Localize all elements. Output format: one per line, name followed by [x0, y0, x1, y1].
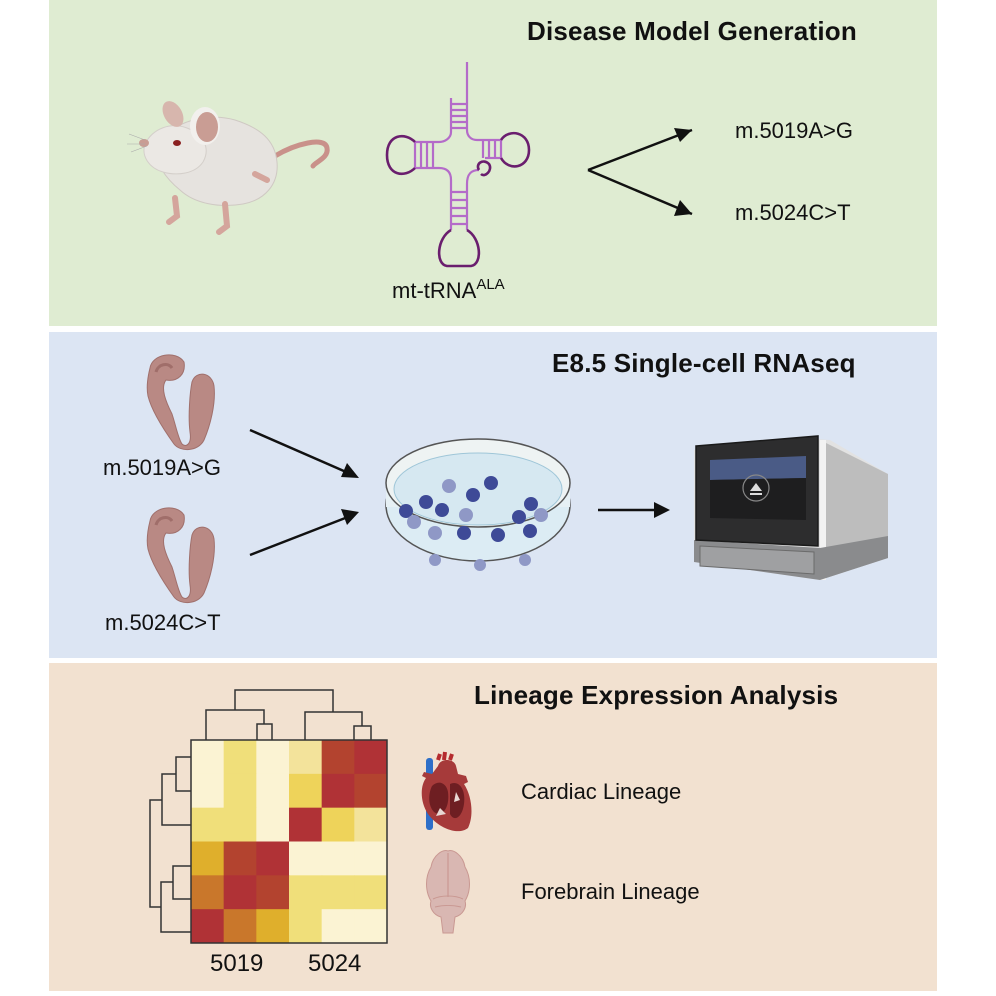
heatmap-cell-r2-c0 — [191, 807, 225, 842]
heatmap-cell-r0-c2 — [256, 740, 290, 775]
heatmap-cell-r4-c0 — [191, 875, 225, 910]
heatmap-cell-r3-c1 — [223, 841, 257, 876]
column-dendrogram — [205, 689, 372, 740]
embryo-label-5019: m.5019A>G — [103, 455, 222, 480]
panel-title-disease-model: Disease Model Generation — [527, 16, 857, 46]
sequencer-icon — [694, 435, 888, 580]
branch-arrow-icon — [587, 128, 693, 216]
heatmap-cell-r4-c4 — [321, 875, 355, 910]
lineage-label-forebrain: Forebrain Lineage — [521, 879, 700, 904]
mutation-label-5024: m.5024C>T — [735, 200, 851, 225]
trna-superscript: ALA — [476, 276, 505, 293]
embryo-icon — [146, 354, 215, 450]
heatmap-cell-r2-c4 — [321, 807, 355, 842]
arrow-embryo-to-dish — [249, 428, 359, 557]
heatmap-cell-r3-c2 — [256, 841, 290, 876]
heatmap-cell-r3-c3 — [289, 841, 323, 876]
heatmap-cell-r4-c5 — [354, 875, 388, 910]
heatmap-cell-r1-c2 — [256, 773, 290, 809]
arrow-dish-to-sequencer — [598, 502, 670, 518]
heatmap-xlabel-5024: 5024 — [308, 950, 362, 977]
heatmap-cell-r1-c4 — [321, 773, 355, 809]
panel-title-lineage: Lineage Expression Analysis — [474, 680, 839, 710]
heatmap-cell-r5-c2 — [256, 909, 290, 944]
heatmap-cell-r5-c0 — [191, 909, 225, 944]
heatmap-cell-r1-c0 — [191, 773, 225, 809]
heatmap-cell-r4-c1 — [223, 875, 257, 910]
heatmap-cell-r0-c4 — [321, 740, 355, 775]
heatmap-cell-r5-c1 — [223, 909, 257, 944]
heatmap-cell-r3-c0 — [191, 841, 225, 876]
heatmap-cell-r5-c4 — [321, 909, 355, 944]
heatmap-cell-r2-c1 — [223, 807, 257, 842]
heatmap-cell-r2-c2 — [256, 807, 290, 842]
embryo-label-5024: m.5024C>T — [105, 610, 221, 635]
mouse-icon — [127, 101, 330, 235]
brain-icon — [426, 850, 470, 934]
heatmap-cell-r1-c5 — [354, 773, 388, 809]
petri-dish-icon — [385, 438, 571, 571]
heatmap-cell-r3-c4 — [321, 841, 355, 876]
heatmap-cell-r0-c0 — [191, 740, 225, 775]
heatmap-cell-r1-c3 — [289, 773, 323, 809]
mutation-label-5019: m.5019A>G — [735, 118, 854, 143]
trna-label: mt-tRNAALA — [392, 276, 505, 303]
heatmap-cell-r0-c1 — [223, 740, 257, 775]
heatmap-chart — [149, 689, 388, 944]
heatmap-cell-r5-c3 — [289, 909, 323, 944]
heatmap-cell-r2-c3 — [289, 807, 323, 842]
trna-cloverleaf-icon — [385, 62, 531, 268]
heatmap-cell-r1-c1 — [223, 773, 257, 809]
heatmap-frame — [190, 739, 388, 944]
panel-title-scrnaseq: E8.5 Single-cell RNAseq — [552, 348, 856, 378]
heatmap-xlabel-5019: 5019 — [210, 950, 264, 977]
heatmap-cell-r4-c2 — [256, 875, 290, 910]
heatmap-cell-r0-c3 — [289, 740, 323, 775]
row-dendrogram — [149, 756, 191, 933]
heart-icon — [421, 751, 472, 832]
heatmap-cell-r5-c5 — [354, 909, 388, 944]
lineage-label-cardiac: Cardiac Lineage — [521, 779, 682, 804]
heatmap-cell-r2-c5 — [354, 807, 388, 842]
heatmap-cell-r3-c5 — [354, 841, 388, 876]
embryo-icon — [146, 507, 215, 603]
heatmap-cell-r4-c3 — [289, 875, 323, 910]
heatmap-cell-r0-c5 — [354, 740, 388, 775]
